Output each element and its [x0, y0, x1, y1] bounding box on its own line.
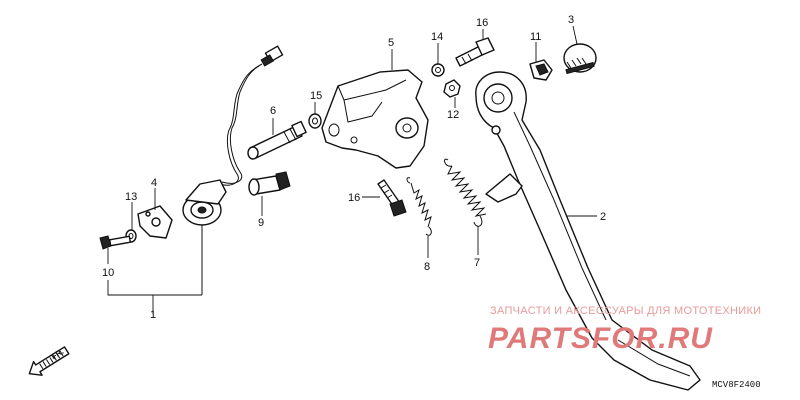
watermark-tagline: ЗАПЧАСТИ И АКСЕССУАРЫ ДЛЯ МОТОТЕХНИКИ [490, 305, 761, 317]
switch-plate [137, 205, 173, 239]
callout-8: 8 [424, 261, 430, 273]
callout-7: 7 [474, 257, 480, 269]
callout-16-top: 16 [476, 17, 488, 29]
bolt-11 [529, 59, 553, 81]
front-direction-arrow-icon [28, 346, 70, 376]
stand-rubber-3 [563, 43, 597, 75]
callout-5: 5 [388, 37, 394, 49]
callout-1: 1 [150, 309, 156, 321]
leader-lines [107, 25, 597, 264]
callout-6: 6 [270, 105, 276, 117]
callout-13: 13 [125, 191, 137, 203]
side-stand-2 [475, 71, 701, 391]
callout-2: 2 [600, 211, 606, 223]
callout-12: 12 [447, 109, 459, 121]
bolt-9 [248, 171, 291, 196]
stand-bracket-5 [321, 69, 429, 169]
callout-3: 3 [568, 14, 574, 26]
diagram-code: MCV8F2400 [712, 380, 761, 390]
callout-14: 14 [431, 31, 443, 43]
watermark-site: PARTSFOR.RU [488, 322, 713, 355]
spring-7 [444, 158, 487, 227]
bolt-16-lower [377, 179, 407, 217]
callout-11: 11 [530, 31, 541, 43]
callout-9: 9 [258, 217, 264, 229]
side-stand-switch-wire [218, 45, 284, 186]
bolt-10 [99, 235, 132, 250]
side-stand-switch [182, 179, 227, 295]
pivot-bolt-6 [247, 120, 307, 160]
nut-12 [443, 79, 461, 98]
bolt-16-top [455, 37, 495, 67]
callout-4: 4 [151, 177, 157, 189]
callout-16-lower: 16 [348, 192, 360, 204]
washer-14 [431, 63, 445, 77]
callout-10: 10 [102, 267, 114, 279]
callout-15: 15 [310, 90, 322, 102]
washer-15 [308, 113, 322, 129]
spring-8 [406, 177, 432, 236]
group-bracket-1 [107, 280, 202, 296]
